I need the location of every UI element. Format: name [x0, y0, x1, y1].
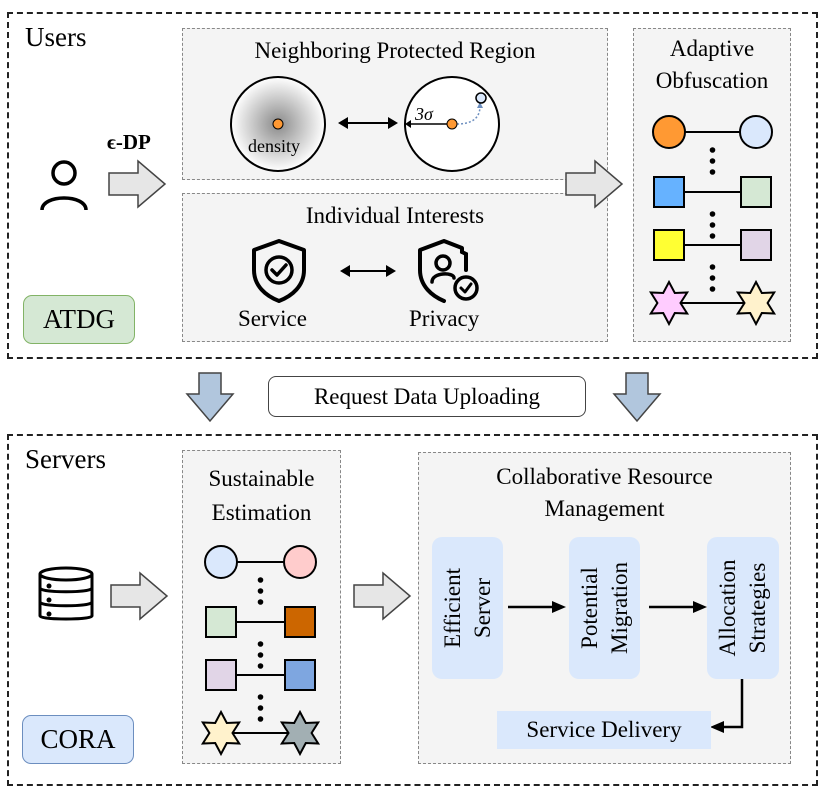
servers-section — [7, 434, 818, 786]
users-section-label: Users — [25, 22, 87, 52]
request-data-uploading-label: Request Data Uploading — [268, 376, 586, 417]
service-label: Service — [238, 306, 307, 331]
step-allocation-strategies: Allocation Strategies — [707, 537, 779, 679]
obfuscated-dot — [475, 92, 487, 104]
individual-interests-title: Individual Interests — [305, 203, 485, 228]
step-potential-migration-text: Potential Migration — [576, 562, 632, 654]
ellipsis-dot — [709, 158, 716, 164]
down-arrow-right — [612, 372, 662, 423]
ellipsis-dot — [709, 222, 716, 228]
ellipsis-dot — [257, 705, 264, 711]
ellipsis-dot — [709, 264, 716, 270]
estimation-arrow — [353, 571, 412, 621]
density-center-dot — [272, 118, 284, 130]
pair-node-square-left — [653, 229, 685, 261]
pair-node-square-left — [205, 659, 237, 691]
obfuscation-arrow — [565, 159, 624, 209]
step-potential-migration: Potential Migration — [569, 537, 640, 679]
pair-node-circle-right — [283, 545, 317, 579]
bidirectional-arrow — [338, 117, 398, 129]
database-arrow — [110, 571, 169, 621]
radius-label: 3σ — [415, 104, 433, 124]
interests-bidirectional-arrow — [340, 265, 396, 277]
neighboring-region-title: Neighboring Protected Region — [254, 38, 536, 63]
dp-arrow — [108, 159, 167, 209]
ellipsis-dot — [257, 694, 264, 700]
ellipsis-dot — [709, 275, 716, 281]
sustainable-estimation-title-line2: Estimation — [211, 500, 312, 525]
ellipsis-dot — [257, 599, 264, 605]
pair-node-star-left — [648, 279, 690, 327]
privacy-label: Privacy — [409, 306, 480, 331]
pair-node-square-right — [284, 659, 316, 691]
service-delivery-label: Service Delivery — [526, 717, 682, 742]
pair-node-circle-right — [739, 115, 773, 149]
resource-management-title-line1: Collaborative Resource — [496, 464, 713, 489]
adaptive-obfuscation-title-line2: Obfuscation — [655, 68, 769, 93]
pair-node-square-left — [205, 606, 237, 638]
ellipsis-dot — [257, 588, 264, 594]
density-circle — [230, 76, 326, 172]
pair-node-star-right — [279, 709, 321, 757]
ellipsis-dot — [709, 233, 716, 239]
radius-circle — [404, 76, 500, 172]
ellipsis-dot — [257, 716, 264, 722]
step-arrow-1 — [508, 601, 566, 613]
ellipsis-dot — [257, 577, 264, 583]
pair-node-circle-left — [652, 115, 686, 149]
delivery-arrow — [710, 679, 744, 733]
pair-node-square-right — [284, 606, 316, 638]
cora-badge: CORA — [22, 715, 134, 764]
privacy-shield-icon — [418, 239, 479, 303]
ellipsis-dot — [709, 286, 716, 292]
shield-check-icon — [252, 239, 306, 303]
step-efficient-server-text: Efficient Server — [439, 567, 495, 649]
user-icon — [40, 160, 88, 211]
density-label: density — [248, 136, 300, 156]
sustainable-estimation-title-line1: Sustainable — [208, 466, 315, 491]
down-arrow-left — [185, 372, 235, 423]
users-section — [7, 12, 818, 359]
pair-node-circle-left — [204, 545, 238, 579]
database-icon — [38, 566, 94, 621]
servers-section-label: Servers — [25, 444, 106, 474]
ellipsis-dot — [257, 641, 264, 647]
ellipsis-dot — [709, 147, 716, 153]
pair-node-star-left — [200, 709, 242, 757]
ellipsis-dot — [709, 169, 716, 175]
pair-node-square-right — [740, 176, 772, 208]
step-allocation-strategies-text: Allocation Strategies — [715, 559, 770, 657]
dp-label: ϵ-DP — [107, 130, 151, 154]
ellipsis-dot — [709, 211, 716, 217]
obfuscation-pairs — [648, 115, 777, 327]
atdg-badge: ATDG — [23, 295, 135, 344]
pair-node-square-left — [653, 176, 685, 208]
ellipsis-dot — [257, 663, 264, 669]
step-arrow-2 — [649, 601, 707, 613]
pair-node-square-right — [740, 229, 772, 261]
service-delivery-box: Service Delivery — [497, 711, 711, 749]
adaptive-obfuscation-title-line1: Adaptive — [669, 36, 755, 61]
resource-management-title-line2: Management — [544, 496, 665, 521]
step-efficient-server: Efficient Server — [432, 537, 503, 679]
ellipsis-dot — [257, 652, 264, 658]
pair-node-star-right — [735, 279, 777, 327]
estimation-pairs — [200, 545, 321, 757]
center-dot — [446, 118, 458, 130]
